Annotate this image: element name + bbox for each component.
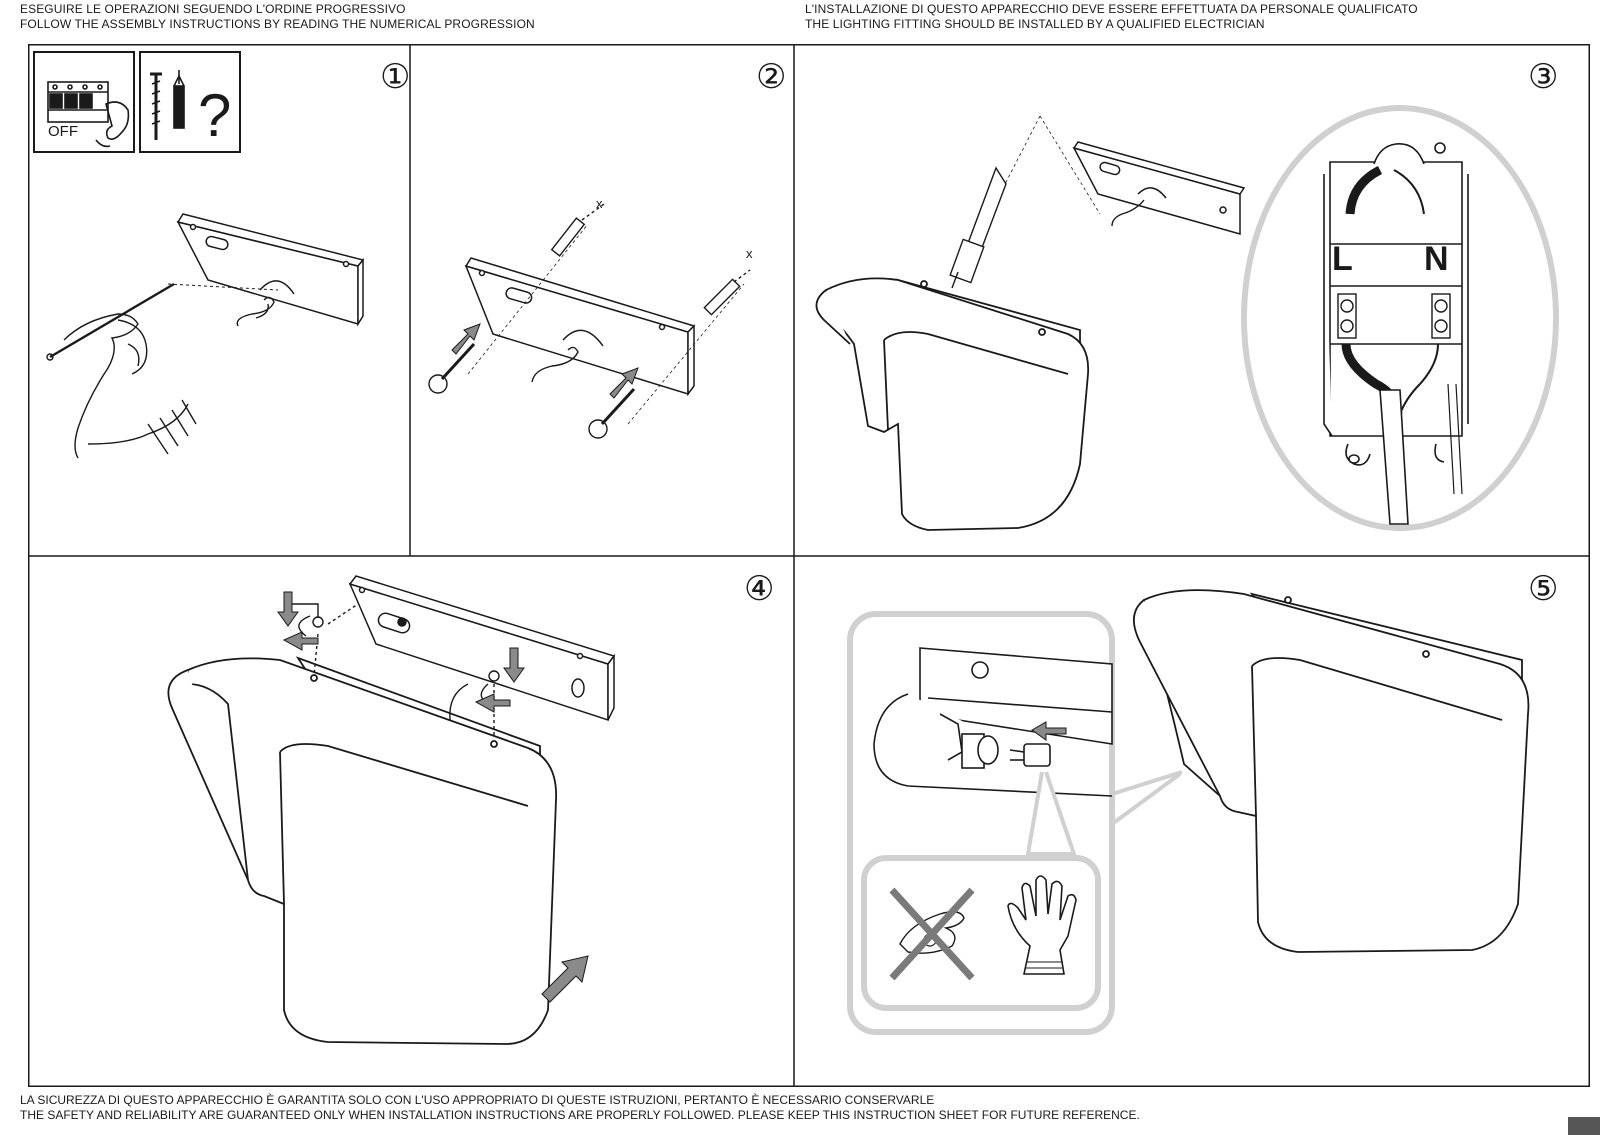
header-left-line-2: FOLLOW THE ASSEMBLY INSTRUCTIONS BY READ… [20, 17, 535, 31]
circuit-breaker-off-icon: OFF [33, 51, 135, 153]
arrow-icon [282, 631, 319, 651]
panel-step-1: ① OFF ? [33, 51, 410, 459]
mark-line [167, 283, 279, 291]
step-number-5: ⑤ [1528, 570, 1558, 608]
drill-axis-right [627, 283, 745, 425]
page-corner-mark [1568, 1117, 1600, 1135]
header-right-line-1: L'INSTALLAZIONE DI QUESTO APPARECCHIO DE… [805, 2, 1418, 16]
lamp-mounted [1133, 589, 1530, 953]
arrow-icon [609, 367, 639, 399]
lamp-body-4 [167, 656, 557, 1045]
mains-wire-2 [531, 346, 579, 383]
wall-plug-right: x [703, 246, 753, 316]
terminal-block-icon [949, 166, 1007, 289]
mains-wire-3 [1111, 199, 1145, 227]
header-left-line-1: ESEGUIRE LE OPERAZIONI SEGUENDO L'ORDINE… [20, 2, 406, 16]
arrow-icon [1031, 721, 1067, 741]
step-number-1: ① [380, 58, 410, 96]
wall-bracket-mounted [1072, 141, 1246, 235]
screw-right [588, 387, 636, 439]
hand-marking-icon [46, 282, 197, 459]
footer-safety-note: LA SICUREZZA DI QUESTO APPARECCHIO È GAR… [20, 1093, 1140, 1123]
neutral-terminal-label: N [1424, 240, 1449, 278]
screw-left [428, 342, 476, 394]
wall-lamp-body [815, 277, 1090, 531]
alignment-lines [1003, 115, 1101, 215]
arrow-icon [277, 591, 299, 627]
header-right: L'INSTALLAZIONE DI QUESTO APPARECCHIO DE… [805, 2, 1418, 32]
bulb-detail-callout [847, 611, 1183, 1035]
header-right-line-2: THE LIGHTING FITTING SHOULD BE INSTALLED… [805, 17, 1265, 31]
no-bare-hands-icon [889, 887, 975, 981]
question-icon: ? [198, 82, 231, 149]
screw-anchor-icon [139, 51, 241, 153]
panel-step-4: ④ [167, 570, 774, 1045]
screw-x-label-top: x [596, 196, 603, 211]
arrow-icon [474, 693, 511, 713]
drill-axis-left [467, 223, 589, 375]
wall-bracket-4 [348, 575, 616, 722]
switch-off-label: OFF [48, 123, 78, 140]
arrow-icon [451, 323, 481, 355]
screw-x-label-right: x [746, 246, 753, 261]
wall-bracket [176, 213, 365, 327]
instruction-diagram: ① OFF ? [28, 44, 1590, 1087]
panel-step-5: ⑤ [847, 570, 1558, 1035]
glove-icon [1007, 875, 1077, 975]
step-number-2: ② [756, 58, 786, 96]
header-left: ESEGUIRE LE OPERAZIONI SEGUENDO L'ORDINE… [20, 2, 535, 32]
arrow-icon [503, 647, 525, 683]
step-number-3: ③ [1528, 58, 1558, 96]
live-terminal-label: L [1332, 240, 1353, 278]
footer-line-1: LA SICUREZZA DI QUESTO APPARECCHIO È GAR… [20, 1093, 935, 1107]
mains-wire [236, 296, 275, 327]
panel-step-2: ② x x [428, 58, 786, 439]
wall-bracket-drilled [464, 257, 696, 397]
step-number-4: ④ [744, 570, 774, 608]
wall-plug-top: x [550, 196, 605, 257]
wiring-detail-callout: L N [1241, 105, 1559, 531]
panel-grid [28, 44, 1590, 1087]
arrow-icon [541, 955, 589, 1003]
footer-line-2: THE SAFETY AND RELIABILITY ARE GUARANTEE… [20, 1108, 1140, 1122]
panel-step-3: ③ [815, 58, 1559, 531]
